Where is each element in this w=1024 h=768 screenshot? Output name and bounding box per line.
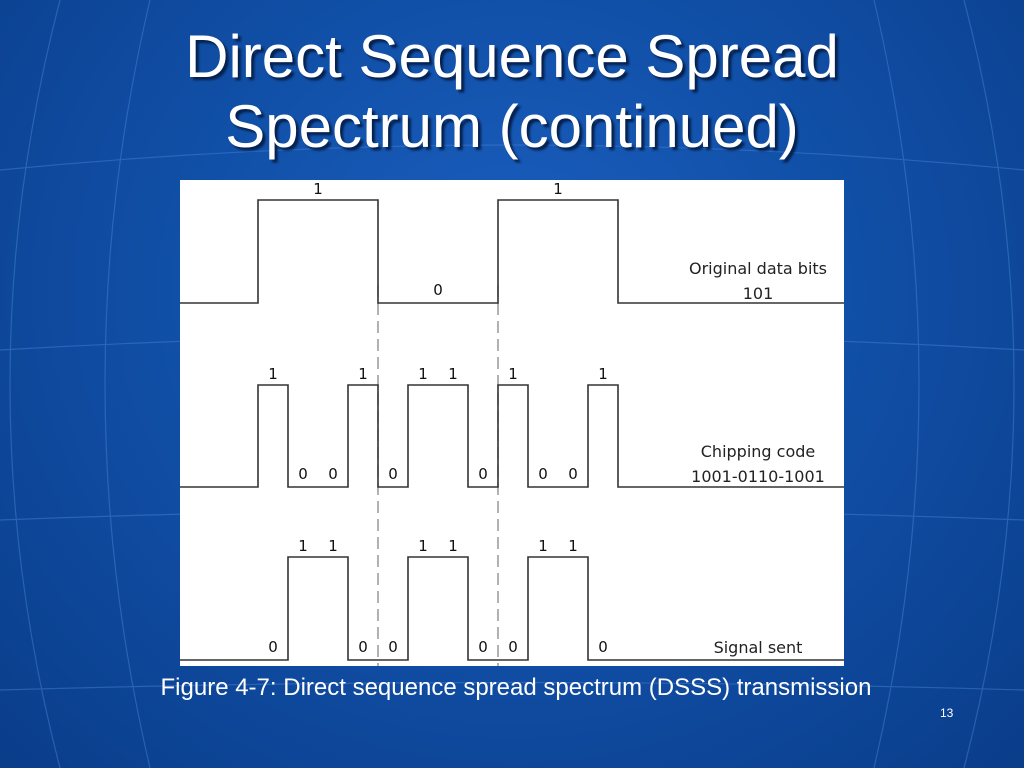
row-3-waveform — [180, 556, 844, 661]
slide-title-line-2: Spectrum (continued) — [225, 93, 799, 160]
bit-label: 1 — [418, 537, 428, 555]
bit-label: 1 — [328, 537, 338, 555]
bit-label: 0 — [358, 638, 368, 656]
bit-label: 1 — [268, 365, 278, 383]
row-2-waveform — [180, 384, 844, 488]
bit-label: 0 — [328, 465, 338, 483]
bit-label: 0 — [433, 281, 443, 299]
bit-label: 1 — [448, 365, 458, 383]
bit-label: 0 — [298, 465, 308, 483]
bit-label: 0 — [478, 638, 488, 656]
bit-label: 0 — [388, 638, 398, 656]
row-label: Signal sent — [714, 638, 803, 657]
bit-label: 1 — [538, 537, 548, 555]
bit-label: 1 — [313, 180, 323, 198]
figure-caption: Figure 4-7: Direct sequence spread spect… — [160, 674, 872, 701]
bit-label: 1 — [418, 365, 428, 383]
row-1-waveform — [180, 199, 844, 304]
row-label: 1001-0110-1001 — [691, 467, 825, 486]
bit-label: 0 — [538, 465, 548, 483]
bit-label: 0 — [568, 465, 578, 483]
bit-label: 1 — [553, 180, 563, 198]
bit-label: 0 — [508, 638, 518, 656]
bit-label: 0 — [388, 465, 398, 483]
row-label: Chipping code — [701, 442, 815, 461]
bit-label: 1 — [508, 365, 518, 383]
bit-label: 1 — [568, 537, 578, 555]
bit-label: 1 — [448, 537, 458, 555]
bit-label: 1 — [298, 537, 308, 555]
bit-label: 1 — [598, 365, 608, 383]
slide-title-line-1: Direct Sequence Spread — [185, 23, 839, 90]
bit-label: 0 — [598, 638, 608, 656]
bit-label: 0 — [268, 638, 278, 656]
slide-title: Direct Sequence Spread Spectrum (continu… — [0, 22, 1024, 162]
row-label: Original data bits — [689, 259, 827, 278]
page-number: 13 — [940, 706, 954, 720]
bit-label: 0 — [478, 465, 488, 483]
row-label: 101 — [743, 284, 774, 303]
bit-label: 1 — [358, 365, 368, 383]
